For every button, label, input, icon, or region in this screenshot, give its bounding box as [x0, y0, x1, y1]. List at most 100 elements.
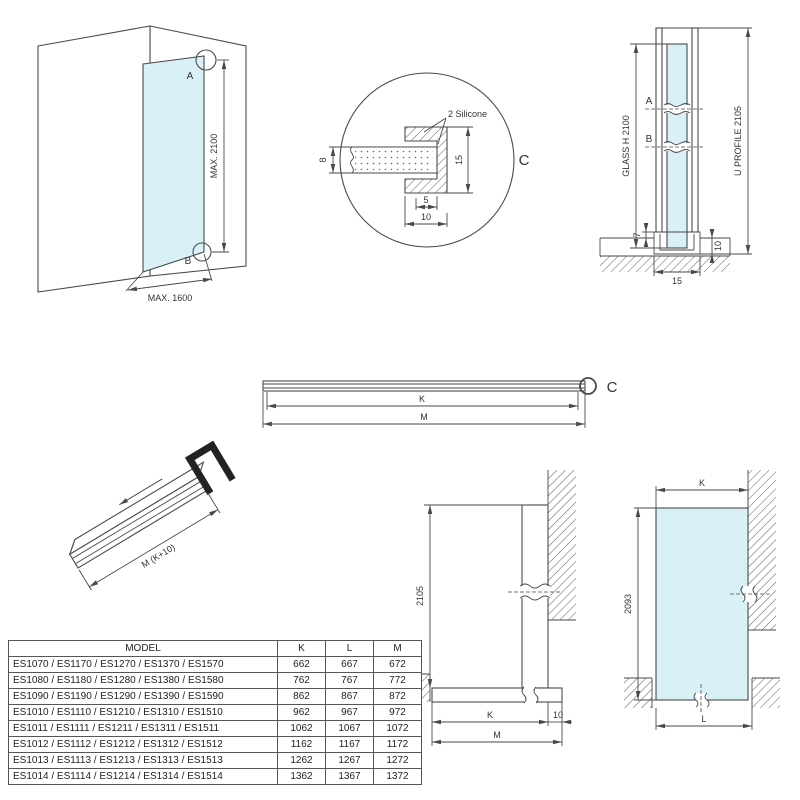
model-cell: ES1080 / ES1180 / ES1280 / ES1380 / ES15…	[8, 672, 278, 689]
dim-l-panel: L	[655, 708, 753, 730]
dim-max-2100: MAX. 2100	[209, 134, 219, 179]
diagram-profile-plan: C K M	[262, 377, 618, 428]
model-table-body: ES1070 / ES1170 / ES1270 / ES1370 / ES15…	[8, 656, 422, 785]
model-cell: ES1090 / ES1190 / ES1290 / ES1390 / ES15…	[8, 688, 278, 705]
bottom-channel	[653, 231, 701, 255]
value-cell: 672	[373, 656, 422, 673]
diagram-detail-c: 2 Silicone 8 15 5 10 C	[318, 72, 530, 248]
value-cell: 862	[277, 688, 326, 705]
model-table: MODEL K L M ES1070 / ES1170 / ES1270 / E…	[8, 640, 422, 785]
svg-text:2093: 2093	[623, 594, 633, 614]
dim-glass-thickness: 8	[318, 146, 352, 174]
value-cell: 1362	[277, 768, 326, 785]
table-header-l: L	[325, 640, 374, 657]
silicone-label: 2 Silicone	[448, 109, 487, 119]
hinge-point-b-circle	[192, 242, 212, 262]
model-cell: ES1013 / ES1113 / ES1213 / ES1313 / ES15…	[8, 752, 278, 769]
floor-slab	[599, 237, 731, 272]
u-profile-section	[404, 126, 448, 194]
dim-profile-height: 15	[447, 126, 473, 194]
dim-m-front: M	[432, 730, 562, 745]
model-cell: ES1010 / ES1110 / ES1210 / ES1310 / ES15…	[8, 704, 278, 721]
value-cell: 667	[325, 656, 374, 673]
svg-text:7: 7	[632, 232, 642, 237]
svg-text:K: K	[419, 394, 425, 404]
value-cell: 1067	[325, 720, 374, 737]
label-b: B	[185, 256, 192, 267]
value-cell: 867	[325, 688, 374, 705]
dim-m-plan: M	[262, 392, 586, 428]
dim-profile-width: 10	[404, 196, 448, 227]
dim-8: 8	[318, 157, 328, 162]
profile-wall-right	[691, 27, 699, 233]
glass-panel	[142, 55, 205, 273]
diagram-front-section: 2105 K 10 M	[402, 470, 576, 746]
diagram-profile-3d: M (K+10)	[68, 440, 236, 591]
value-cell: 1162	[277, 736, 326, 753]
model-cell: ES1014 / ES1114 / ES1214 / ES1314 / ES15…	[8, 768, 278, 785]
table-row: ES1010 / ES1110 / ES1210 / ES1310 / ES15…	[8, 704, 422, 721]
table-row: ES1011 / ES1111 / ES1211 / ES1311 / ES15…	[8, 720, 422, 737]
diagram-glass-panel-front: K 2093 L	[623, 470, 780, 730]
svg-text:M: M	[420, 412, 428, 422]
model-cell: ES1011 / ES1111 / ES1211 / ES1311 / ES15…	[8, 720, 278, 737]
table-header-model: MODEL	[8, 640, 278, 657]
rail-top-face	[68, 461, 205, 556]
table-row: ES1080 / ES1180 / ES1280 / ES1380 / ES15…	[8, 672, 422, 689]
value-cell: 1062	[277, 720, 326, 737]
dim-k-front: K	[431, 702, 549, 746]
dim-10-front: 10	[548, 702, 572, 746]
diagram-corner-perspective: A B MAX. 2100 MAX. 1600	[37, 25, 247, 303]
svg-text:L: L	[701, 714, 706, 724]
table-row: ES1012 / ES1112 / ES1212 / ES1312 / ES15…	[8, 736, 422, 753]
silicone-callout: 2 Silicone	[423, 109, 487, 145]
svg-text:M: M	[493, 730, 501, 740]
svg-text:2105: 2105	[415, 586, 425, 606]
detail-marker-circle	[579, 377, 597, 395]
section-label-b: B	[646, 134, 653, 145]
dim-2105: 2105	[415, 504, 522, 688]
table-row: ES1013 / ES1113 / ES1213 / ES1313 / ES15…	[8, 752, 422, 769]
dim-5: 5	[423, 195, 428, 205]
dim-15: 15	[454, 155, 464, 165]
value-cell: 1372	[373, 768, 422, 785]
plan-letter-c: C	[607, 379, 618, 396]
detail-circle	[339, 72, 515, 248]
dim-max-1600: MAX. 1600	[148, 293, 193, 303]
value-cell: 962	[277, 704, 326, 721]
model-cell: ES1070 / ES1170 / ES1270 / ES1370 / ES15…	[8, 656, 278, 673]
svg-text:K: K	[487, 710, 493, 720]
dim-k-plan: K	[266, 392, 579, 410]
value-cell: 1262	[277, 752, 326, 769]
dim-k-panel: K	[655, 478, 749, 508]
dim-15-section: 15	[653, 256, 701, 286]
svg-text:U PROFILE 2105: U PROFILE 2105	[733, 106, 743, 176]
value-cell: 1072	[373, 720, 422, 737]
value-cell: 972	[373, 704, 422, 721]
table-row: ES1014 / ES1114 / ES1214 / ES1314 / ES15…	[8, 768, 422, 785]
value-cell: 1367	[325, 768, 374, 785]
base-profile	[431, 687, 563, 703]
dim-u-profile: U PROFILE 2105	[698, 27, 752, 255]
value-cell: 772	[373, 672, 422, 689]
dim-glass-h: GLASS H 2100	[621, 43, 667, 249]
left-wall	[37, 25, 151, 293]
dim-profile-inner: 5	[415, 195, 438, 210]
hinge-point-a-circle	[195, 49, 217, 71]
profile-bar	[262, 380, 586, 392]
glass-front	[655, 507, 749, 701]
label-a: A	[187, 71, 194, 82]
svg-text:10: 10	[553, 710, 563, 720]
value-cell: 1167	[325, 736, 374, 753]
dim-7: 7	[632, 223, 654, 247]
svg-text:15: 15	[672, 276, 682, 286]
table-header-m: M	[373, 640, 422, 657]
section-label-a: A	[646, 96, 653, 107]
model-cell: ES1012 / ES1112 / ES1212 / ES1312 / ES15…	[8, 736, 278, 753]
table-row: ES1070 / ES1170 / ES1270 / ES1370 / ES15…	[8, 656, 422, 673]
dim-2093: 2093	[623, 507, 656, 701]
profile-end-section	[184, 440, 236, 495]
wall-hatch	[548, 470, 576, 620]
svg-text:GLASS H 2100: GLASS H 2100	[621, 115, 631, 177]
